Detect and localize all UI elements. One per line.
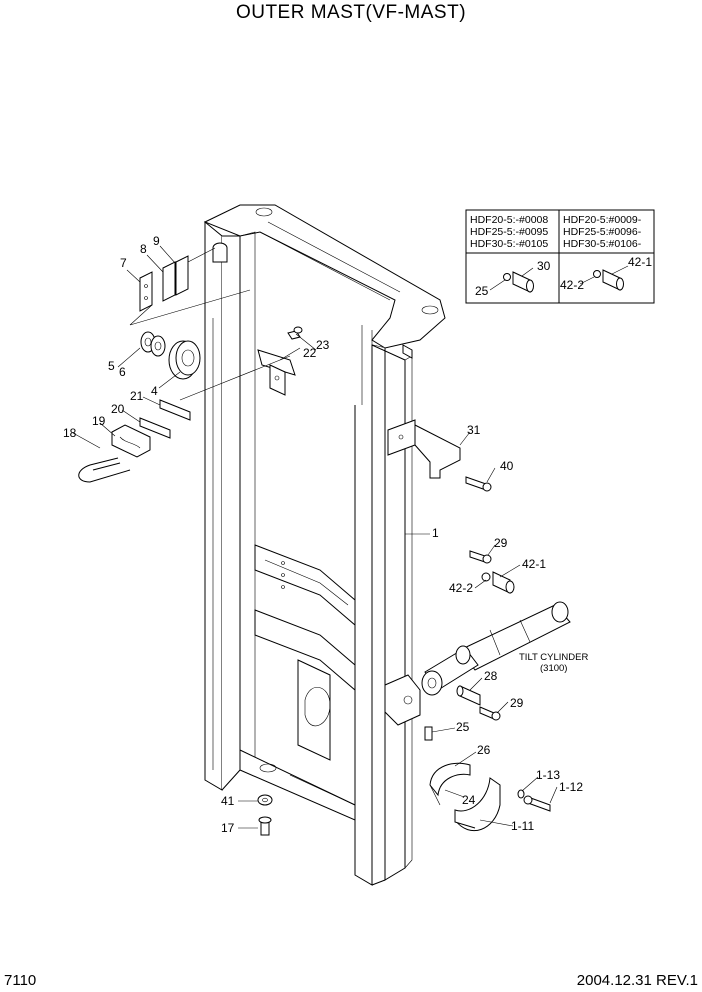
callout-1-13: 1-13 bbox=[536, 768, 560, 782]
callout-8: 8 bbox=[140, 242, 147, 256]
callout-23: 23 bbox=[316, 338, 330, 352]
tilt-cylinder-label: TILT CYLINDER bbox=[519, 652, 588, 663]
callout-9: 9 bbox=[153, 234, 160, 248]
callout-21: 21 bbox=[130, 389, 144, 403]
part-31-bracket bbox=[387, 419, 461, 479]
part-19-clamp bbox=[111, 424, 151, 458]
inset-callout-30: 30 bbox=[537, 259, 551, 273]
callout-1: 1 bbox=[432, 526, 439, 540]
part-7-bracket bbox=[139, 271, 153, 312]
part-23-nut bbox=[287, 326, 303, 340]
callout-20: 20 bbox=[111, 402, 125, 416]
part-17-bolt bbox=[258, 816, 272, 836]
part-9-plate bbox=[175, 255, 189, 296]
callout-22: 22 bbox=[303, 346, 317, 360]
part-5-6-washers bbox=[140, 331, 166, 357]
part-41-washer bbox=[257, 794, 273, 806]
callout-26: 26 bbox=[477, 743, 491, 757]
callout-42-2: 42-2 bbox=[449, 581, 473, 595]
revision-date: 2004.12.31 REV.1 bbox=[576, 972, 698, 989]
callout-labels: 7 8 9 5 6 4 21 20 19 18 23 22 1 31 40 29… bbox=[63, 234, 588, 835]
part-29-upper-bolt bbox=[469, 550, 492, 564]
callout-19: 19 bbox=[92, 414, 106, 428]
callout-29-upper: 29 bbox=[494, 536, 508, 550]
leader-lines bbox=[72, 245, 558, 829]
callout-18: 18 bbox=[63, 426, 77, 440]
part-1-13-washer bbox=[517, 789, 525, 799]
callout-41: 41 bbox=[221, 794, 235, 808]
callout-6: 6 bbox=[119, 365, 126, 379]
inset-callout-42-1: 42-1 bbox=[628, 255, 652, 269]
callout-31: 31 bbox=[467, 423, 481, 437]
callout-1-11: 1-11 bbox=[511, 819, 534, 833]
serial-right-2: HDF25-5:#0096- bbox=[563, 226, 642, 238]
part-1-12-bolt bbox=[523, 795, 551, 812]
cylinder-bracket bbox=[384, 674, 421, 726]
serial-right-3: HDF30-5:#0106- bbox=[563, 238, 642, 250]
part-4-bearing bbox=[168, 340, 201, 380]
serial-left-1: HDF20-5:-#0008 bbox=[470, 214, 548, 226]
serial-right-1: HDF20-5:#0009- bbox=[563, 214, 642, 226]
callout-25: 25 bbox=[456, 720, 470, 734]
part-8-plate bbox=[162, 261, 176, 302]
part-25-grease-nipple bbox=[424, 726, 433, 741]
part-40-bolt bbox=[465, 476, 492, 492]
inset-right-pin bbox=[579, 265, 629, 291]
inset-left-pin bbox=[489, 267, 534, 293]
callout-42-1: 42-1 bbox=[522, 557, 546, 571]
part-21-shim bbox=[159, 399, 191, 421]
callout-7: 7 bbox=[120, 256, 127, 270]
part-42-pin bbox=[481, 571, 515, 594]
callout-29-lower: 29 bbox=[510, 696, 524, 710]
serial-number-table: HDF20-5:-#0008 HDF25-5:-#0095 HDF30-5:-#… bbox=[465, 209, 655, 304]
callout-1-12: 1-12 bbox=[559, 780, 583, 794]
tilt-cylinder-ref: (3100) bbox=[540, 663, 567, 674]
part-18-u-bolt bbox=[78, 457, 131, 483]
part-22-bracket bbox=[257, 349, 296, 396]
outer-mast-frame bbox=[203, 204, 446, 886]
callout-40: 40 bbox=[500, 459, 514, 473]
part-20-shim bbox=[139, 417, 171, 439]
page-number: 7110 bbox=[4, 972, 37, 989]
part-24-bushing bbox=[429, 762, 471, 806]
serial-left-2: HDF25-5:-#0095 bbox=[470, 226, 548, 238]
part-29-lower-bolt bbox=[479, 706, 501, 721]
page-title: OUTER MAST(VF-MAST) bbox=[235, 2, 467, 23]
callout-5: 5 bbox=[108, 359, 115, 373]
callout-17: 17 bbox=[221, 821, 235, 835]
callout-24: 24 bbox=[462, 793, 476, 807]
inset-callout-42-2: 42-2 bbox=[560, 278, 584, 292]
callout-28: 28 bbox=[484, 669, 498, 683]
callout-4: 4 bbox=[151, 384, 158, 398]
tilt-cylinder bbox=[421, 601, 571, 696]
part-28-pin bbox=[456, 685, 481, 706]
serial-left-3: HDF30-5:-#0105 bbox=[470, 238, 548, 250]
part-1-11-cap bbox=[454, 777, 501, 832]
inset-callout-25: 25 bbox=[475, 284, 489, 298]
